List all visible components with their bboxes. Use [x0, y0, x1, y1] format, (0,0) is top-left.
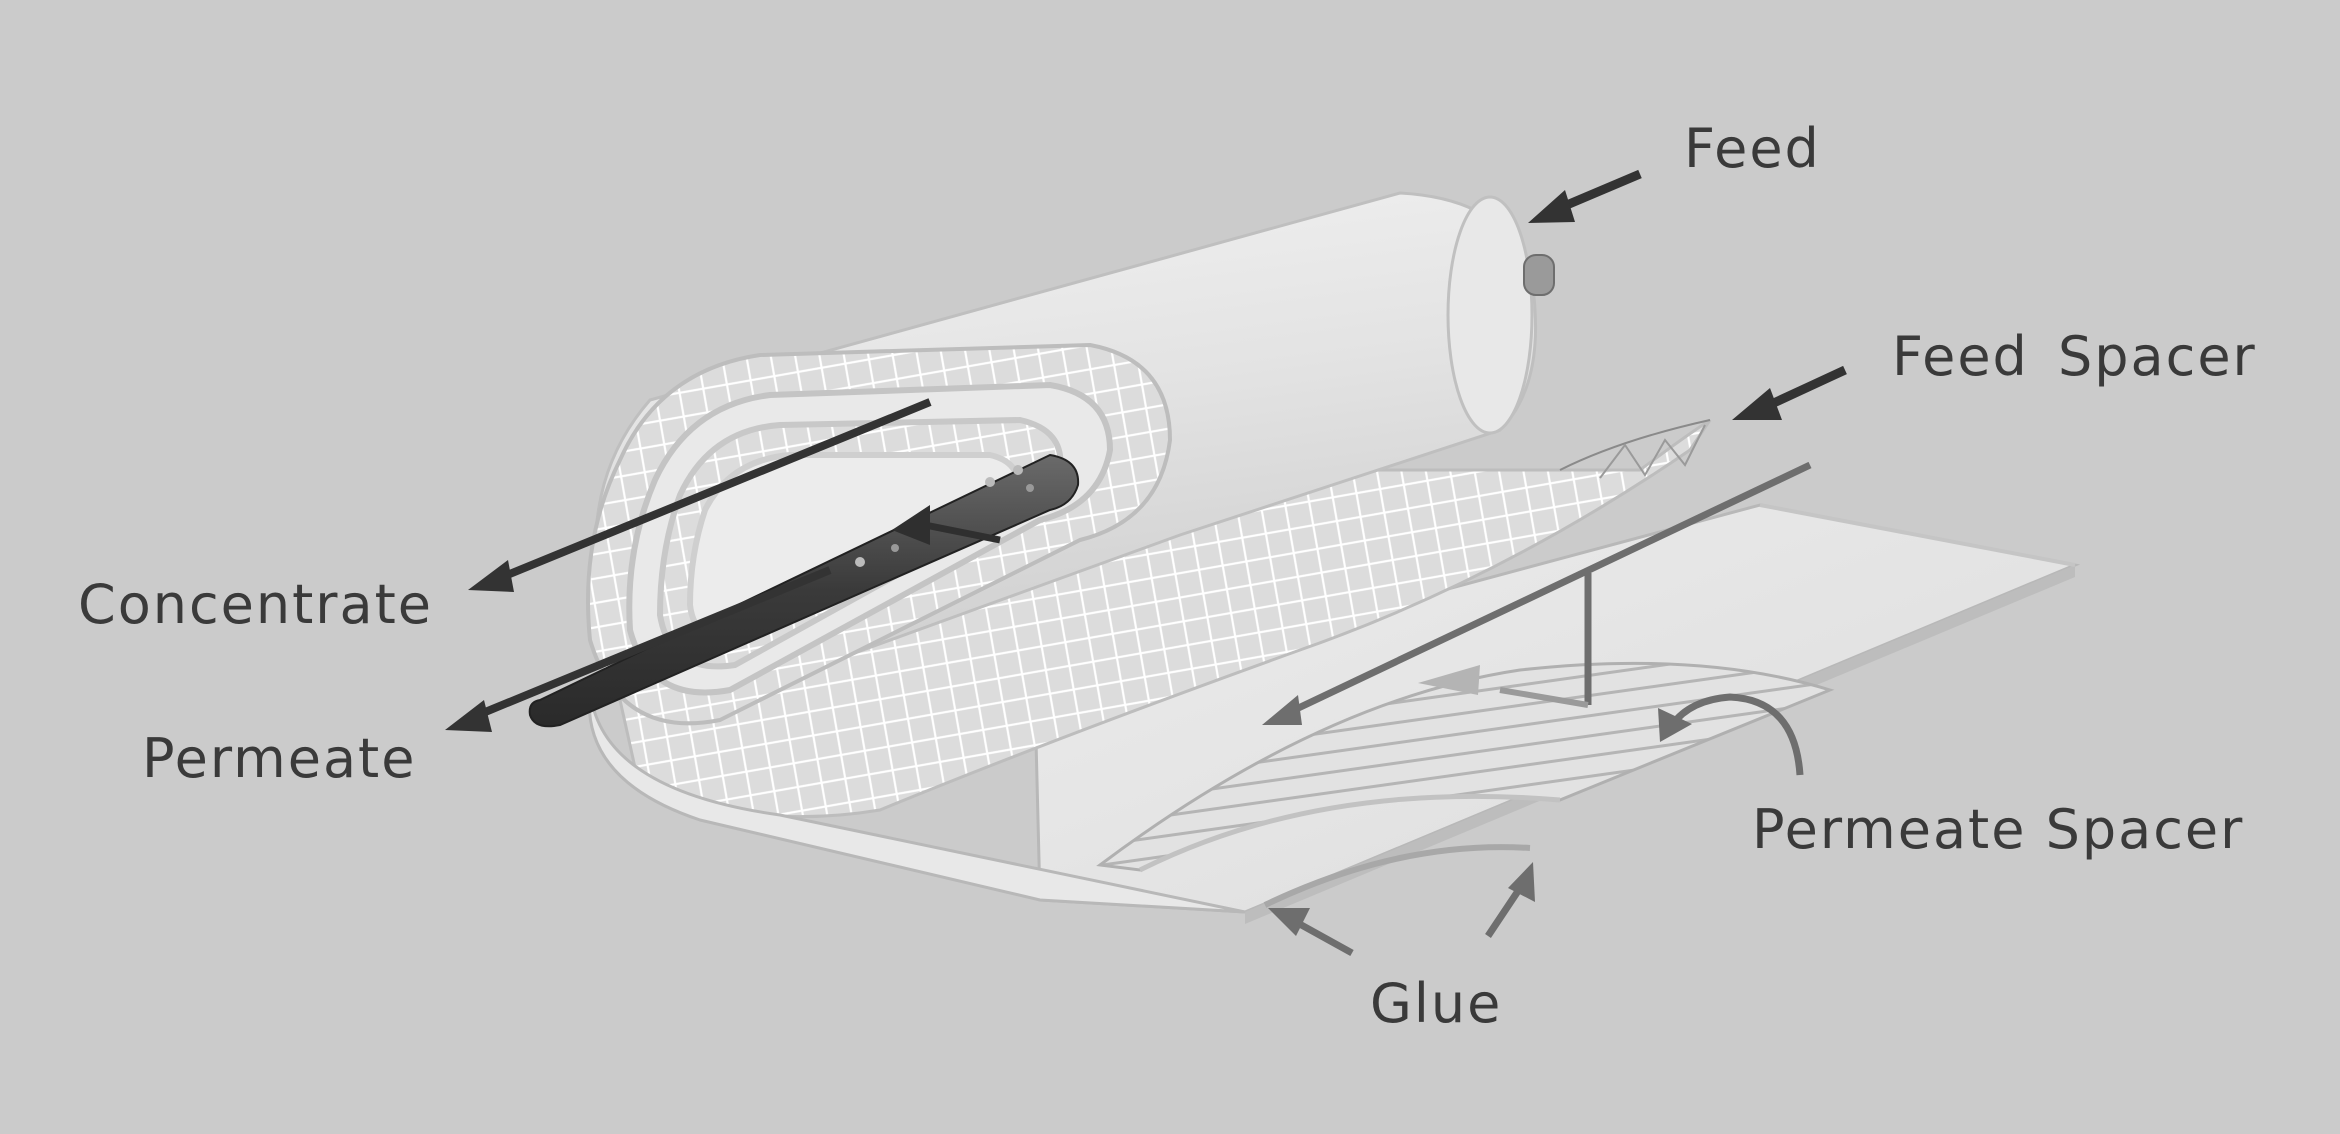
permeate-spacer-label: Permeate Spacer — [1752, 798, 2245, 861]
glue-lines — [1138, 793, 1561, 908]
permeate-arrow — [445, 566, 832, 732]
permeate-tube — [528, 453, 1080, 728]
concentrate-label: Concentrate — [78, 573, 433, 636]
permeate-spacer-arrow — [1658, 693, 1804, 776]
permeate-label: Permeate — [142, 727, 417, 790]
feed-spacer-arrow — [1732, 365, 1847, 420]
feed-spacer-label: Feed Spacer — [1892, 325, 2257, 388]
glue-label: Glue — [1370, 972, 1503, 1035]
internal-flow-arrow — [892, 505, 1001, 545]
concentrate-arrow — [468, 398, 932, 592]
sheet-flow-arrows — [1262, 461, 1812, 725]
glue-arrows — [1268, 862, 1535, 957]
membrane-leaf — [587, 689, 1246, 914]
feed-arrow — [1528, 169, 1642, 223]
feed-label: Feed — [1684, 117, 1821, 180]
